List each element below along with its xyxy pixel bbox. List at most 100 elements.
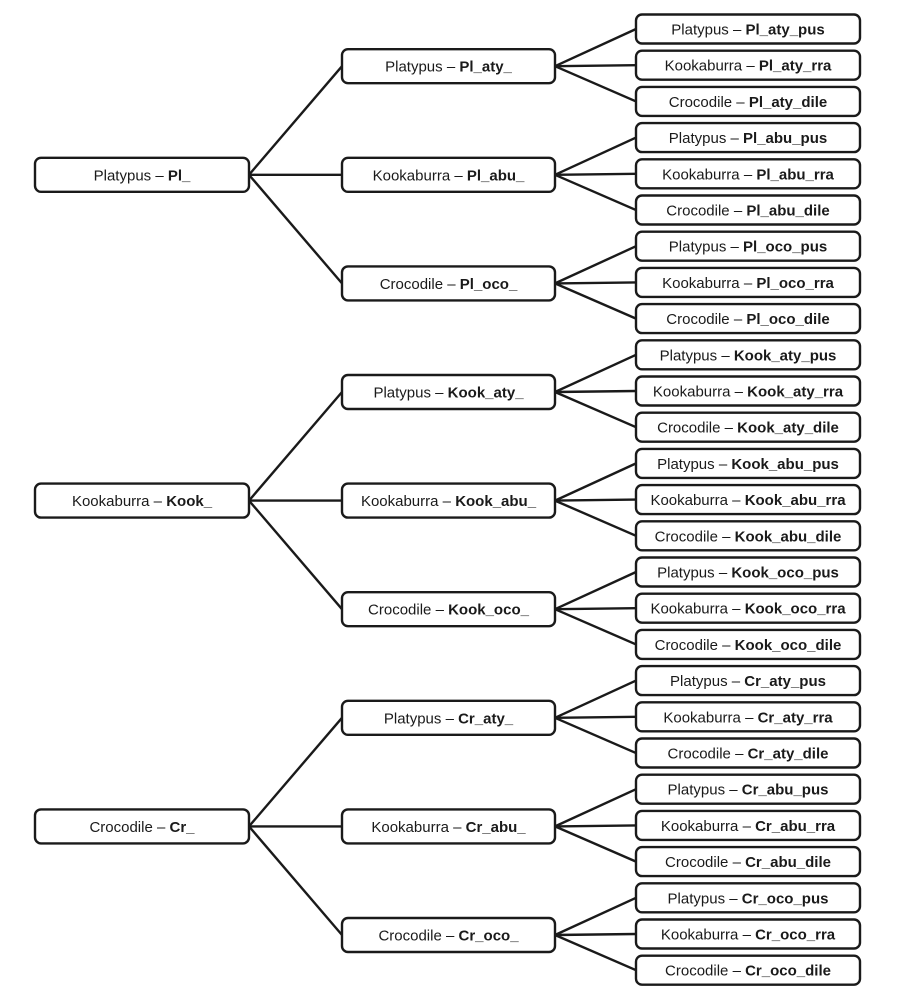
leaf-node: Platypus – Cr_aty_pus	[634, 664, 862, 697]
leaf-node: Kookaburra – Kook_oco_rra	[634, 592, 862, 624]
connector-line	[554, 282, 637, 320]
connector-line	[248, 717, 343, 828]
separator: –	[150, 493, 167, 510]
name-code: Cr_aty_rra	[758, 709, 834, 726]
leaf-node: Kookaburra – Kook_aty_rra	[634, 375, 862, 407]
animal-name: Platypus	[669, 239, 727, 256]
connector-line	[554, 27, 637, 68]
root-node: Crocodile – Cr_	[33, 808, 251, 845]
leaf-node-box	[634, 375, 862, 407]
leaf-node-box	[634, 194, 862, 226]
connector-line	[554, 281, 637, 285]
animal-name: Platypus	[385, 59, 443, 76]
separator: –	[728, 854, 745, 871]
separator: –	[431, 602, 448, 619]
animal-name: Kookaburra	[371, 819, 449, 836]
leaf-node: Crocodile – Pl_aty_dile	[634, 85, 862, 118]
name-code: Cr_oco_rra	[755, 927, 836, 944]
leaf-node-box	[634, 520, 862, 552]
animal-name: Crocodile	[657, 420, 720, 437]
separator: –	[442, 928, 459, 945]
name-code: Kook_abu_dile	[735, 528, 842, 545]
leaf-node-box	[634, 556, 862, 588]
animal-name: Crocodile	[666, 203, 729, 220]
connector-line	[554, 607, 637, 611]
animal-name: Crocodile	[380, 276, 443, 293]
name-code: Cr_oco_	[459, 928, 520, 945]
animal-name: Kookaburra	[661, 927, 739, 944]
branch-node-label: Platypus – Pl_aty_	[385, 59, 512, 76]
separator: –	[443, 276, 460, 293]
connector-line	[554, 65, 637, 103]
name-code: Kook_aty_	[448, 385, 525, 402]
name-code: Pl_oco_dile	[746, 311, 829, 328]
leaf-node-box	[634, 773, 862, 805]
leaf-node-label: Kookaburra – Kook_abu_rra	[650, 492, 846, 509]
separator: –	[730, 311, 747, 328]
branch-node: Platypus – Kook_aty_	[340, 373, 557, 411]
root-node: Kookaburra – Kook_	[33, 482, 251, 519]
leaf-node-box	[634, 737, 862, 769]
leaf-node-label: Kookaburra – Pl_aty_rra	[665, 58, 832, 75]
separator: –	[153, 819, 170, 836]
name-code: Kook_abu_rra	[745, 492, 847, 509]
separator: –	[729, 22, 746, 39]
animal-name: Kookaburra	[373, 167, 451, 184]
leaf-node-label: Crocodile – Pl_aty_dile	[669, 94, 827, 111]
leaf-node-box	[634, 121, 862, 154]
leaf-node-box	[634, 954, 862, 986]
separator: –	[720, 420, 737, 437]
branch-node: Crocodile – Kook_oco_	[340, 591, 557, 628]
root-node-box	[33, 156, 251, 194]
leaf-node-label: Kookaburra – Cr_aty_rra	[663, 709, 833, 726]
animal-name: Crocodile	[655, 528, 718, 545]
separator: –	[728, 601, 745, 618]
separator: –	[730, 384, 747, 401]
connector-line	[248, 174, 343, 285]
connector-line	[554, 173, 637, 212]
leaf-node-label: Kookaburra – Cr_abu_rra	[661, 818, 836, 835]
leaf-node: Platypus – Kook_abu_pus	[634, 447, 862, 480]
animal-name: Crocodile	[666, 311, 729, 328]
connector-line	[554, 136, 637, 176]
separator: –	[439, 493, 456, 510]
separator: –	[718, 637, 735, 654]
leaf-node: Crocodile – Cr_abu_dile	[634, 845, 862, 878]
name-code: Cr_abu_pus	[742, 782, 829, 799]
leaf-node-label: Crocodile – Pl_abu_dile	[666, 203, 829, 220]
connector-line	[248, 825, 343, 936]
animal-name: Platypus	[373, 385, 431, 402]
name-code: Cr_abu_rra	[755, 818, 836, 835]
connector-line	[554, 715, 637, 719]
separator: –	[738, 927, 755, 944]
branch-node-label: Crocodile – Pl_oco_	[380, 276, 518, 293]
separator: –	[718, 528, 735, 545]
separator: –	[715, 456, 732, 473]
leaf-node-label: Platypus – Kook_abu_pus	[657, 456, 839, 473]
connector-line	[554, 499, 637, 537]
connector-line	[554, 462, 637, 502]
leaf-node-box	[634, 882, 862, 914]
name-code: Pl_abu_rra	[756, 166, 834, 183]
animal-name: Kookaburra	[72, 493, 150, 510]
leaf-node-label: Crocodile – Cr_oco_dile	[665, 963, 831, 980]
leaf-node-box	[634, 592, 862, 624]
leaf-node: Kookaburra – Kook_abu_rra	[634, 483, 862, 516]
name-code: Pl_abu_pus	[743, 130, 827, 147]
connector-line	[554, 896, 637, 937]
branch-node-label: Kookaburra – Kook_abu_	[361, 493, 537, 510]
connector-line	[554, 64, 637, 68]
animal-name: Platypus	[657, 456, 715, 473]
animal-name: Kookaburra	[665, 58, 743, 75]
leaf-node: Kookaburra – Cr_aty_rra	[634, 701, 862, 733]
leaf-node-box	[634, 85, 862, 118]
animal-name: Crocodile	[368, 602, 431, 619]
connector-line	[554, 932, 637, 937]
root-node-label: Platypus – Pl_	[94, 167, 191, 184]
leaf-node-label: Platypus – Kook_oco_pus	[657, 565, 839, 582]
leaf-node-box	[634, 411, 862, 443]
animal-name: Kookaburra	[650, 601, 728, 618]
root-node: Platypus – Pl_	[33, 156, 251, 194]
leaf-node-box	[634, 302, 862, 335]
leaf-node: Crocodile – Pl_oco_dile	[634, 302, 862, 335]
